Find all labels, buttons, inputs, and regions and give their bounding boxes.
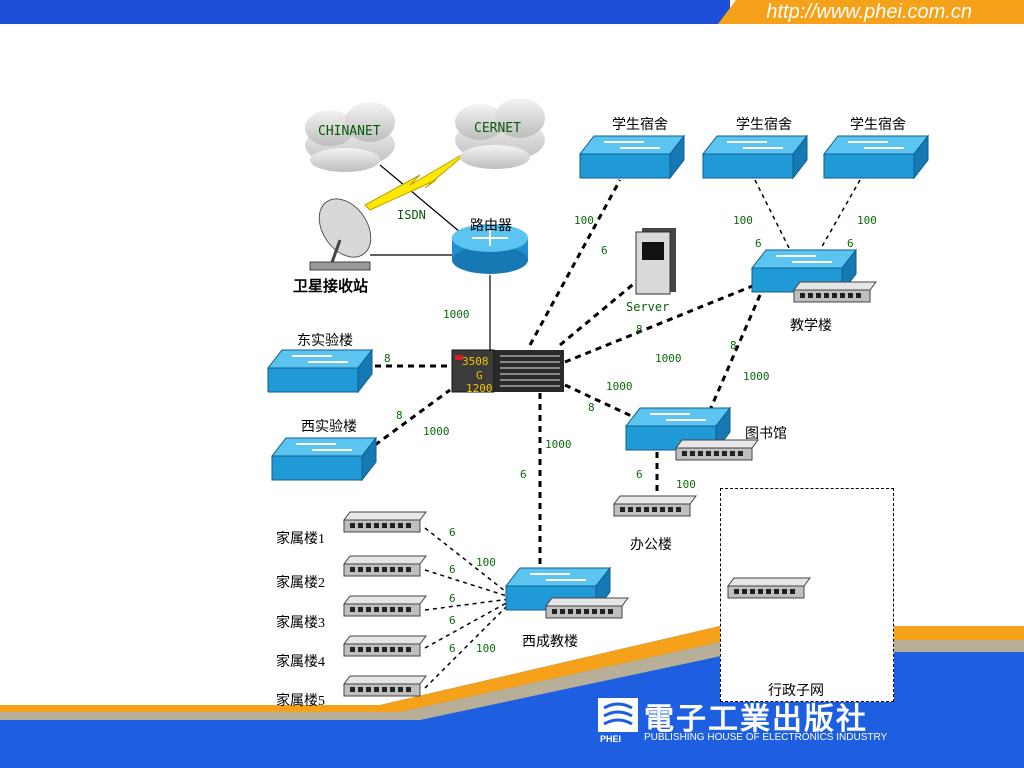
server-label: Server (626, 300, 670, 314)
link-teaching (564, 283, 756, 364)
lbl-lib-office-a: 6 (636, 468, 643, 481)
hub-family5-icon (343, 675, 427, 697)
link-teach-lib (708, 294, 762, 411)
publisher-english: PUBLISHING HOUSE OF ELECTRONICS INDUSTRY (644, 732, 888, 743)
office-label: 办公楼 (630, 538, 672, 553)
lbl-fam2: 6 (449, 563, 456, 576)
link-west-lab (374, 388, 451, 447)
link-fam3 (424, 598, 511, 611)
switch-library-icon (624, 406, 732, 452)
family5-label: 家属楼5 (276, 694, 325, 709)
lbl-dorm3-b: 6 (847, 237, 854, 250)
isdn-label: ISDN (397, 208, 426, 222)
isdn-lightning-icon (364, 149, 471, 211)
router-icon (452, 224, 528, 274)
hub-family4-icon (343, 635, 427, 657)
cernet-cloud-icon (455, 98, 545, 169)
lbl-fam4: 6 (449, 614, 456, 627)
core-switch-label-1: 3508 (462, 355, 489, 368)
link-dorm1 (528, 179, 622, 346)
publisher-logo: PHEI 電子工業出版社 PUBLISHING HOUSE OF ELECTRO… (596, 694, 896, 750)
switch-west-lab-icon (270, 436, 378, 482)
lbl-core-lib-a: 1000 (606, 380, 633, 393)
switch-dorm3-icon (822, 134, 930, 180)
dorm3-label: 学生宿舍 (850, 118, 906, 133)
phei-logo-icon (598, 698, 638, 732)
link-fam2 (424, 569, 511, 598)
chinanet-cloud-icon (305, 102, 395, 172)
lbl-fam-100a: 100 (476, 556, 496, 569)
lbl-dorm1-core: 100 (574, 214, 594, 227)
lbl-fam1: 6 (449, 526, 456, 539)
core-switch-label-2: G (476, 369, 483, 382)
lbl-dorm1-core-b: 6 (601, 244, 608, 257)
hub-admin-icon (727, 577, 811, 599)
hub-xicheng-icon (545, 597, 629, 619)
hub-library-icon (675, 439, 759, 461)
link-library (564, 383, 641, 422)
family3-label: 家属楼3 (276, 616, 325, 631)
link-fam4 (424, 600, 511, 649)
header-bar-graphic (0, 0, 1024, 24)
dorm2-label: 学生宿舍 (736, 118, 792, 133)
hub-family2-icon (343, 555, 427, 577)
hub-family1-icon (343, 511, 427, 533)
core-switch-label-3: 1200 (466, 382, 493, 395)
east-lab-label: 东实验楼 (297, 334, 353, 349)
chinanet-label: CHINANET (318, 124, 381, 139)
satellite-dish-icon (309, 198, 372, 271)
hub-family3-icon (343, 595, 427, 617)
satellite-label: 卫星接收站 (293, 279, 369, 295)
family2-label: 家属楼2 (276, 576, 325, 591)
teaching-label: 教学楼 (790, 319, 832, 334)
admin-net-label: 行政子网 (768, 684, 824, 699)
header-bar: http://www.phei.com.cn (0, 0, 1024, 24)
phei-logo-text: PHEI (600, 734, 622, 744)
library-label: 图书馆 (745, 427, 787, 442)
lbl-fam-100b: 100 (476, 642, 496, 655)
link-chinanet-router (379, 164, 461, 233)
lbl-fam5: 6 (449, 642, 456, 655)
cernet-label: CERNET (474, 121, 521, 136)
lbl-core-xicheng-b: 6 (520, 468, 527, 481)
lbl-dorm3-a: 100 (857, 214, 877, 227)
switch-dorm2-icon (701, 134, 809, 180)
lbl-lib-office-b: 100 (676, 478, 696, 491)
lbl-core-teach: 1000 (655, 352, 682, 365)
lbl-teach-lib-a: 8 (730, 339, 737, 352)
switch-east-lab-icon (266, 348, 374, 394)
family1-label: 家属楼1 (276, 532, 325, 547)
lbl-teach-lib-b: 1000 (743, 370, 770, 383)
link-dorm2 (754, 179, 791, 251)
lbl-west-lab-a: 8 (396, 409, 403, 422)
router-label: 路由器 (470, 219, 512, 234)
server-icon (635, 228, 676, 295)
lbl-dorm2-a: 100 (733, 214, 753, 227)
lbl-router-core: 1000 (443, 308, 470, 321)
link-dorm3 (819, 179, 861, 251)
core-switch-icon (451, 349, 564, 393)
dorm1-label: 学生宿舍 (612, 118, 668, 133)
lbl-core-lib-b: 8 (588, 401, 595, 414)
hub-teaching-icon (793, 281, 877, 303)
lbl-fam3: 6 (449, 592, 456, 605)
lbl-west-lab-b: 1000 (423, 425, 450, 438)
west-lab-label: 西实验楼 (301, 420, 357, 435)
header-url[interactable]: http://www.phei.com.cn (766, 1, 972, 23)
family4-label: 家属楼4 (276, 655, 325, 670)
link-fam1 (424, 527, 511, 596)
lbl-east-lab: 8 (384, 352, 391, 365)
lbl-core-xicheng-a: 1000 (545, 438, 572, 451)
xicheng-label: 西成教楼 (522, 635, 578, 650)
publisher-name: 電子工業出版社 (644, 702, 868, 737)
lbl-dorm2-b: 6 (755, 237, 762, 250)
switch-dorm1-icon (578, 134, 686, 180)
lbl-server-core: 8 (636, 323, 643, 336)
hub-office-icon (613, 495, 697, 517)
